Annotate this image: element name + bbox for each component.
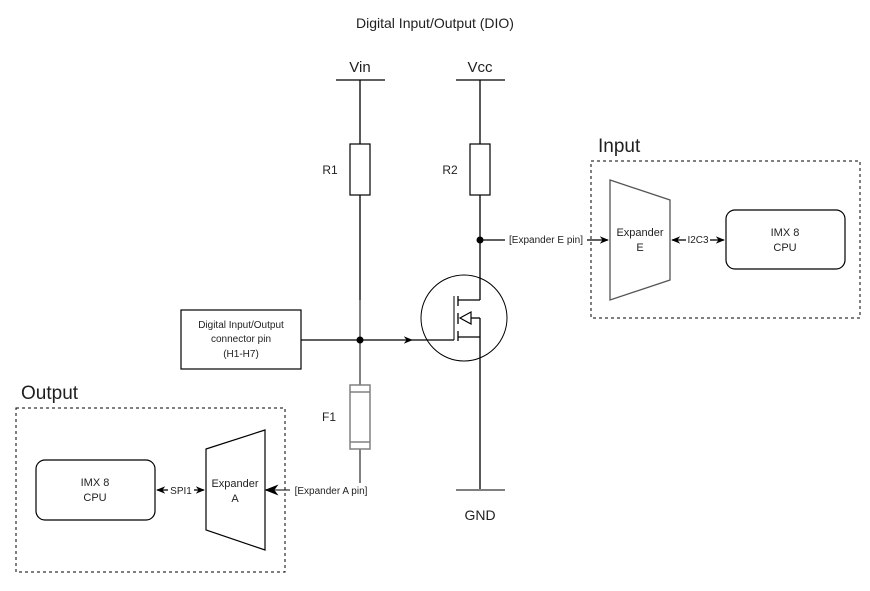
input-group-frame — [590, 160, 861, 319]
r2-label: R2 — [442, 163, 458, 177]
spi1-bus-label: SPI1 — [170, 486, 192, 497]
r1-label: R1 — [322, 163, 338, 177]
vin-label: Vin — [349, 59, 370, 76]
junction-dot-gate — [356, 336, 364, 344]
diagram-title: Digital Input/Output (DIO) — [356, 15, 514, 31]
f1-label: F1 — [322, 410, 336, 424]
expander-a-label-line1: Expander — [211, 478, 258, 490]
connector-label-line3: (H1-H7) — [223, 349, 259, 360]
input-cpu-label-line1: IMX 8 — [771, 227, 800, 239]
output-cpu-label-line1: IMX 8 — [81, 477, 110, 489]
resistor-r2 — [469, 143, 491, 196]
expander-e — [609, 179, 671, 301]
expander-e-label-line2: E — [636, 242, 643, 254]
input-cpu-box — [725, 209, 846, 270]
input-cpu-label-line2: CPU — [773, 242, 796, 254]
expander-e-label-line1: Expander — [616, 227, 663, 239]
input-group-label: Input — [598, 136, 641, 157]
fuse-f1 — [349, 384, 371, 450]
output-group-frame — [15, 407, 286, 573]
connector-label-line2: connector pin — [211, 334, 271, 345]
resistor-r1 — [349, 143, 371, 196]
i2c3-bus-label: I2C3 — [687, 235, 709, 246]
connector-pin-box — [180, 309, 302, 370]
expander-a — [205, 429, 266, 551]
expander-e-pin-label: [Expander E pin] — [509, 235, 583, 246]
connector-label-line1: Digital Input/Output — [198, 320, 284, 331]
expander-a-label-line2: A — [231, 493, 239, 505]
vcc-label: Vcc — [467, 59, 493, 76]
output-group-label: Output — [21, 383, 79, 404]
mosfet-transistor — [420, 274, 508, 362]
gnd-label: GND — [464, 507, 495, 523]
output-cpu-label-line2: CPU — [83, 492, 106, 504]
expander-a-pin-label: [Expander A pin] — [295, 486, 368, 497]
output-cpu-box — [35, 459, 156, 521]
